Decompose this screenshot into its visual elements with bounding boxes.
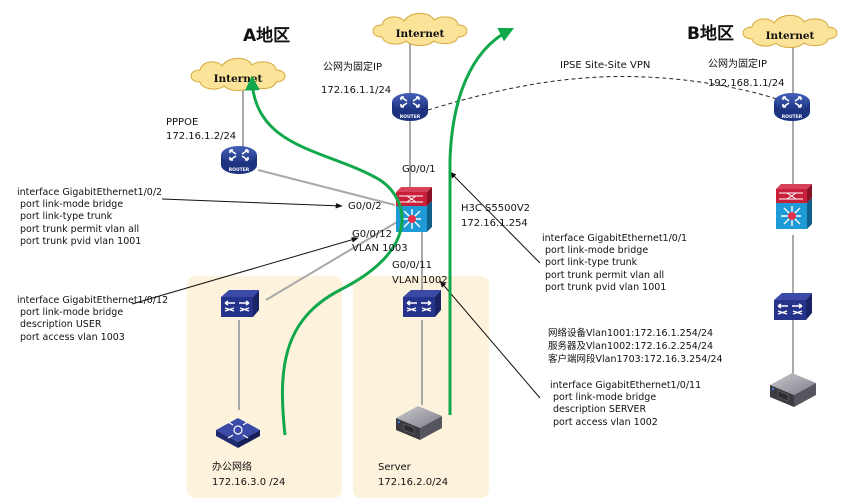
- config-line: interface GigabitEthernet1/0/2: [17, 187, 163, 198]
- config-line: interface GigabitEthernet1/0/1: [542, 233, 688, 244]
- link-core-office-switch: [265, 221, 398, 301]
- port-g0011: G0/0/11: [392, 260, 432, 271]
- server-network-label: Server 172.16.2.0/24: [378, 460, 448, 490]
- config-ge1012: interface GigabitEthernet1/0/12 port lin…: [17, 295, 168, 344]
- internet-cloud-center: Internet: [372, 12, 468, 46]
- ipsec-vpn-tunnel: [427, 76, 781, 111]
- config-ge101: interface GigabitEthernet1/0/1 port link…: [542, 233, 687, 294]
- config-line: port trunk permit vlan all: [20, 223, 140, 235]
- port-g002: G0/0/2: [348, 201, 382, 212]
- config-line: port link-mode bridge: [20, 199, 124, 211]
- vlan-summary: 网络设备Vlan1001:172.16.1.254/24 服务器及Vlan100…: [548, 327, 723, 366]
- config-line: port trunk pvid vlan 1001: [20, 235, 142, 247]
- office-to-internet-flow: [244, 75, 404, 436]
- config-line: interface GigabitEthernet1/0/11: [550, 380, 702, 391]
- router-a-label: PPPOE 172.16.1.2/24: [166, 116, 236, 143]
- port-vlan1002: VLAN 1002: [392, 275, 448, 286]
- core-switch-ip: 172.16.1.254: [461, 218, 528, 229]
- office-ap-icon: [216, 418, 260, 448]
- cloud-label: Internet: [396, 28, 445, 40]
- port-g0012: G0/0/12: [352, 229, 392, 240]
- config-line: port link-type trunk: [545, 257, 638, 269]
- config-line: port trunk pvid vlan 1001: [545, 281, 667, 293]
- port-vlan1003: VLAN 1003: [352, 243, 408, 254]
- router-center-wan-type: 公网为固定IP: [323, 62, 382, 73]
- server-access-switch-icon: [402, 289, 442, 318]
- server-subnet: 172.16.2.0/24: [378, 477, 449, 488]
- b-access-switch-icon: [773, 292, 813, 321]
- internet-cloud-a: Internet: [190, 57, 286, 91]
- vpn-label: IPSE Site-Site VPN: [560, 60, 651, 71]
- router-a-icon: [220, 145, 258, 175]
- config-line: port link-mode bridge: [553, 392, 657, 404]
- cloud-label: Internet: [766, 30, 815, 42]
- router-a-ip: 172.16.1.2/24: [166, 131, 237, 142]
- office-zone: [187, 276, 342, 498]
- router-center-label: 公网为固定IP 172.16.1.1/24: [321, 61, 392, 97]
- config-line: interface GigabitEthernet1/0/12: [17, 295, 169, 306]
- server-to-internet-flow: [448, 27, 515, 415]
- cloud-label: Internet: [214, 73, 263, 85]
- vlan-line: 服务器及Vlan1002:172.16.2.254/24: [548, 341, 714, 352]
- config-line: description USER: [20, 319, 102, 331]
- router-center-ip: 172.16.1.1/24: [321, 85, 392, 96]
- server-icon: [395, 405, 443, 441]
- internet-cloud-b: Internet: [742, 14, 838, 48]
- port-g001: G0/0/1: [402, 164, 436, 175]
- router-b-icon: [773, 92, 811, 122]
- server-name: Server: [378, 462, 411, 473]
- office-access-switch-icon: [220, 289, 260, 318]
- config-line: port trunk permit vlan all: [545, 269, 665, 281]
- region-b-title: B地区: [687, 24, 734, 44]
- office-subnet: 172.16.3.0 /24: [212, 477, 286, 488]
- core-switch-model: H3C S5500V2: [461, 203, 531, 214]
- server-b-icon: [769, 372, 817, 408]
- config-ge102: interface GigabitEthernet1/0/2 port link…: [17, 187, 162, 248]
- pointer-ge102: [161, 198, 343, 209]
- config-line: port link-mode bridge: [20, 307, 124, 319]
- router-center-icon: [391, 92, 429, 122]
- core-switch-label: H3C S5500V2 172.16.1.254: [461, 202, 530, 230]
- config-line: port access vlan 1003: [20, 331, 125, 343]
- config-line: port access vlan 1002: [553, 416, 658, 428]
- config-ge1011: interface GigabitEthernet1/0/11 port lin…: [550, 380, 701, 429]
- vlan-line: 客户端网段Vlan1703:172.16.3.254/24: [548, 354, 723, 365]
- link-router-a-core: [257, 169, 396, 206]
- router-b-wan-type: 公网为固定IP: [708, 59, 767, 70]
- router-b-ip: 192.168.1.1/24: [708, 78, 785, 89]
- office-network-label: 办公网络 172.16.3.0 /24: [212, 460, 285, 490]
- vlan-line: 网络设备Vlan1001:172.16.1.254/24: [548, 328, 714, 339]
- pointer-ge101: [449, 171, 541, 264]
- config-line: description SERVER: [553, 404, 647, 416]
- region-a-title: A地区: [243, 26, 291, 46]
- pointer-ge1012: [131, 237, 359, 305]
- pointer-ge1011: [439, 280, 541, 399]
- router-a-wan-type: PPPOE: [166, 117, 199, 128]
- core-l3-switch-b-icon: [775, 183, 813, 230]
- office-name: 办公网络: [212, 462, 252, 473]
- config-line: port link-mode bridge: [545, 245, 649, 257]
- router-b-label: 公网为固定IP 192.168.1.1/24: [708, 58, 785, 90]
- config-line: port link-type trunk: [20, 211, 113, 223]
